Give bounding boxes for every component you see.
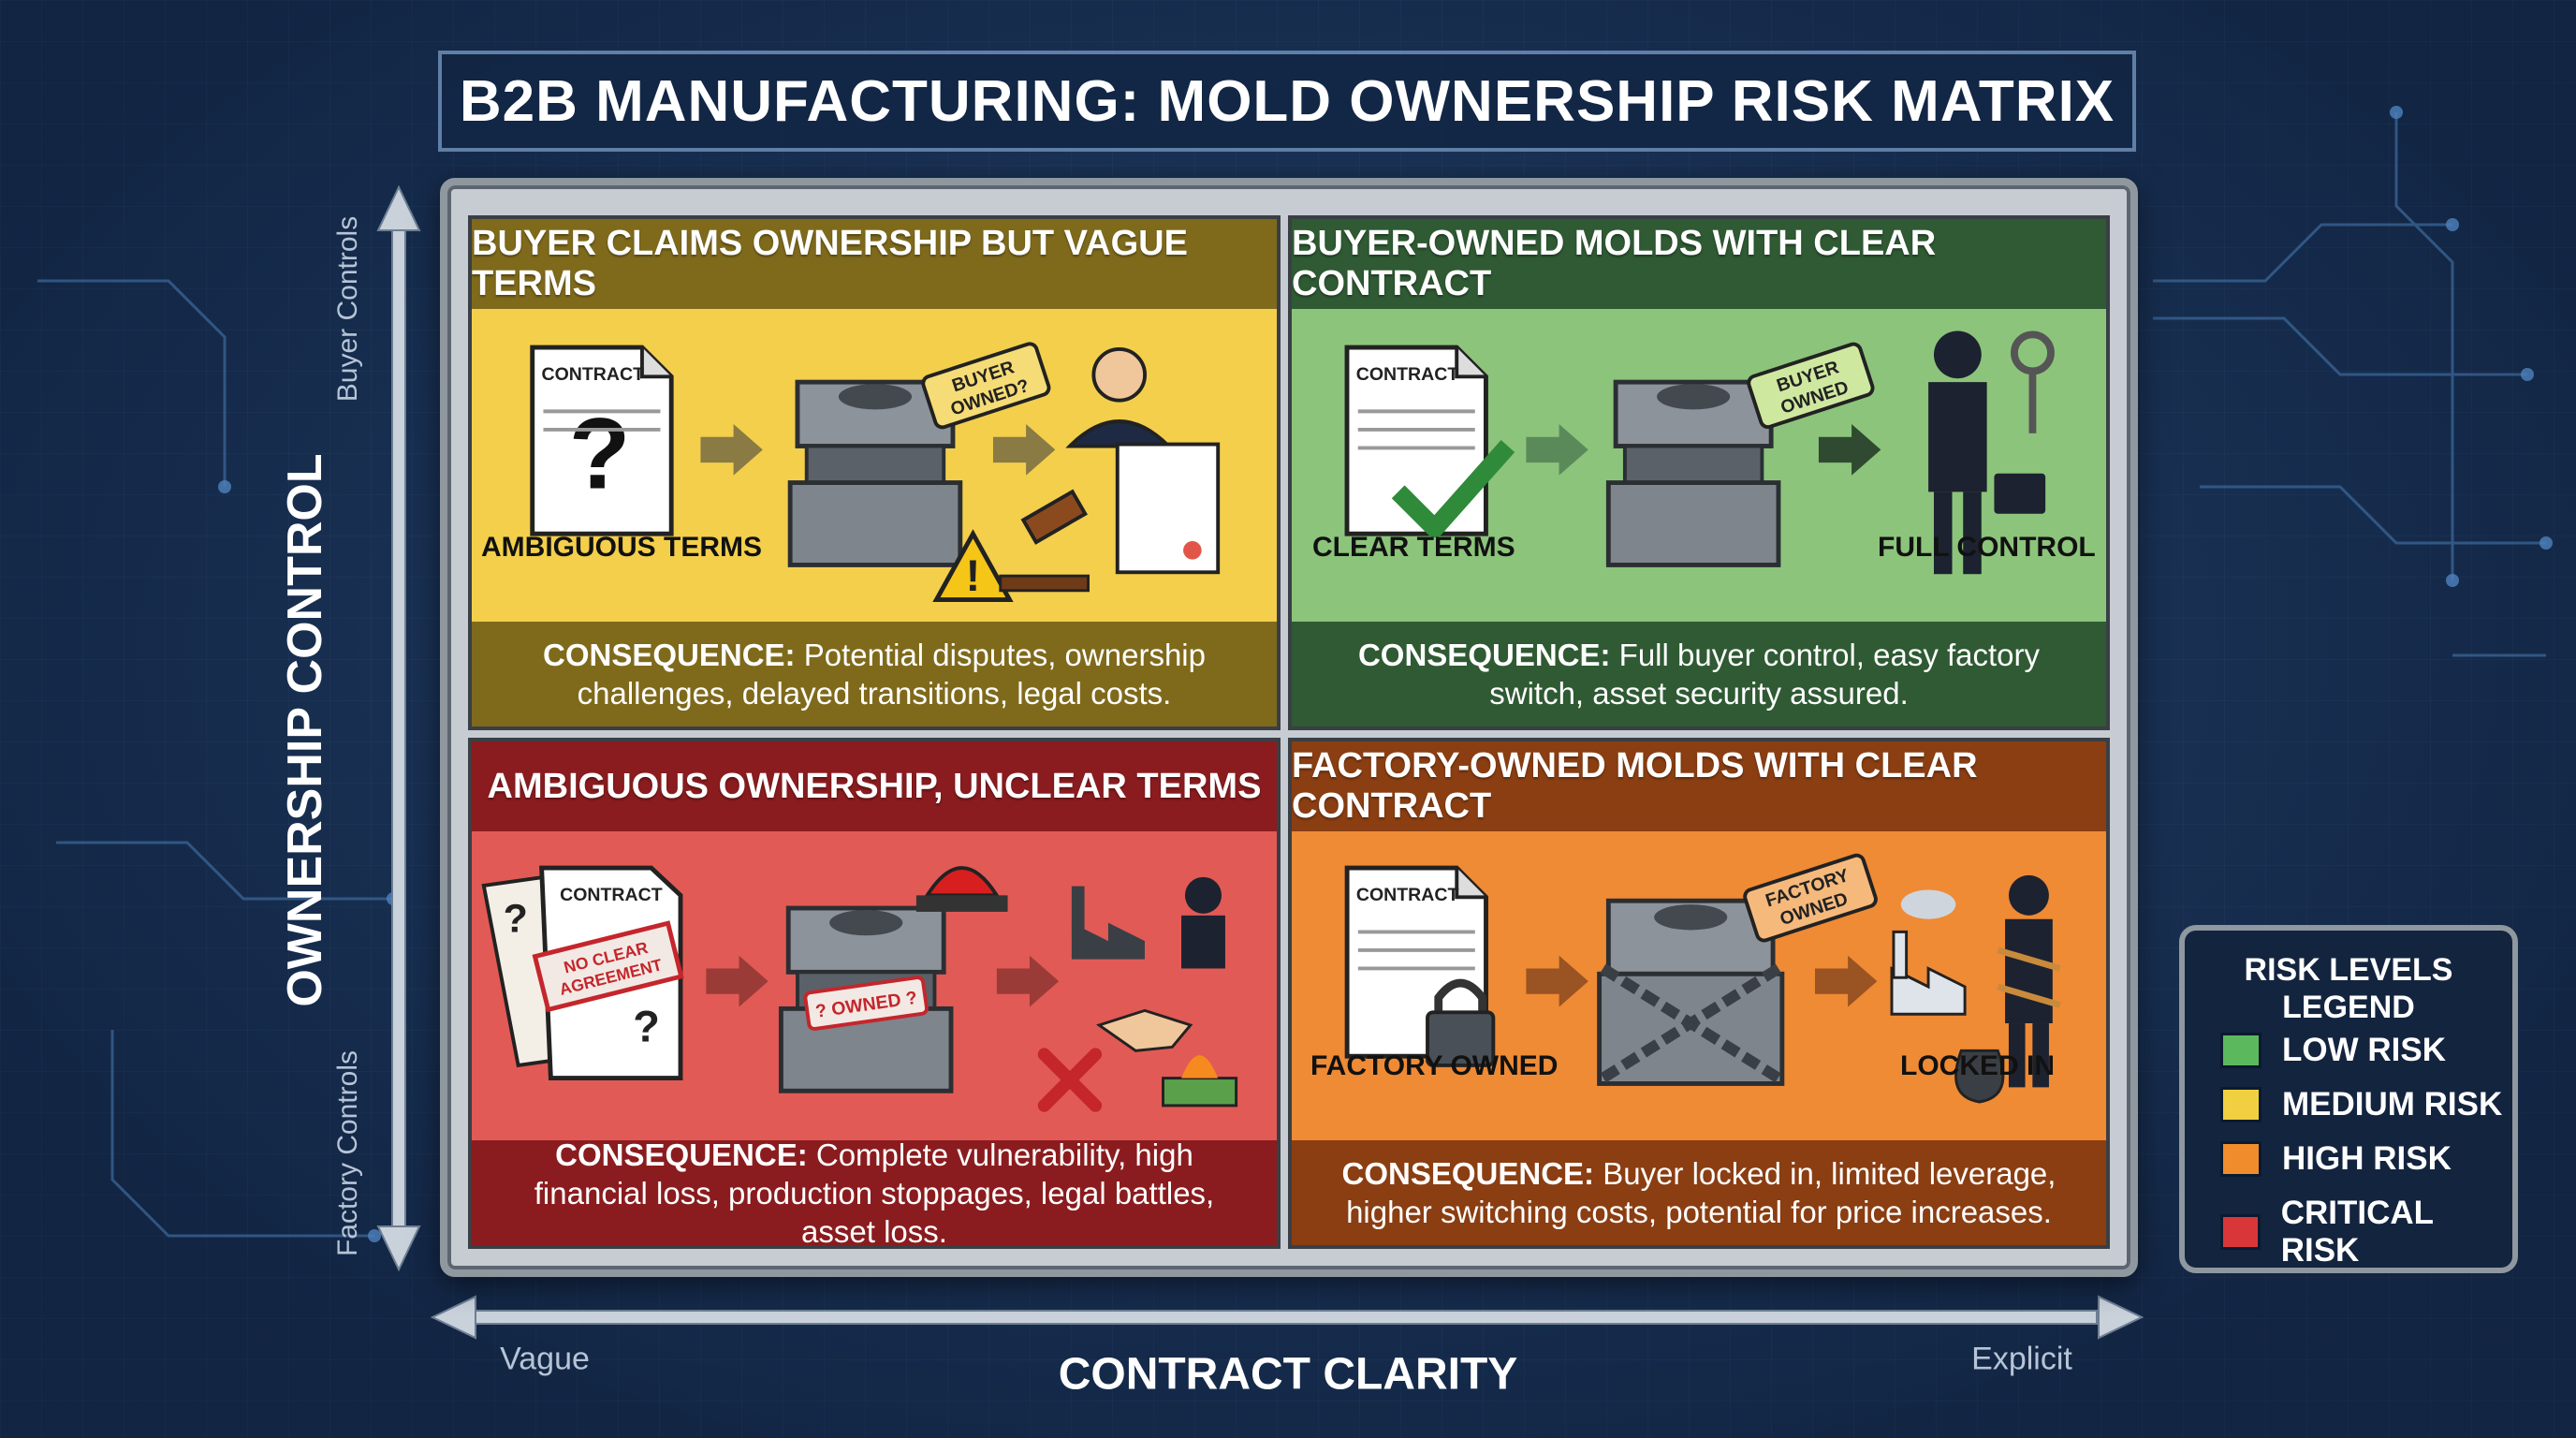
tied-businessman-icon bbox=[1997, 874, 2061, 1088]
document-icon: CONTRACT bbox=[1344, 865, 1488, 1059]
ambiguous-terms-label: AMBIGUOUS TERMS bbox=[481, 532, 762, 563]
quadrant-factory-clear: FACTORY-OWNED MOLDS WITH CLEAR CONTRACT … bbox=[1288, 738, 2110, 1249]
legend-item-low: LOW RISK bbox=[2220, 1032, 2446, 1069]
arrow-icon bbox=[1818, 424, 1881, 476]
chained-mold-icon bbox=[1597, 898, 1785, 1086]
legend-swatch bbox=[2220, 1141, 2261, 1177]
question-mark-icon: ? bbox=[569, 397, 631, 509]
full-control-label: FULL CONTROL bbox=[1878, 532, 2096, 563]
document-icon: CONTRACT bbox=[1344, 345, 1488, 536]
factory-icon bbox=[1071, 886, 1145, 960]
money-bag-icon bbox=[1954, 1049, 2005, 1104]
title-banner: B2B MANUFACTURING: MOLD OWNERSHIP RISK M… bbox=[438, 51, 2136, 152]
risk-legend: RISK LEVELS LEGEND LOW RISK MEDIUM RISK … bbox=[2179, 925, 2518, 1273]
quadrant-header: BUYER-OWNED MOLDS WITH CLEAR CONTRACT bbox=[1292, 219, 2106, 309]
document-icon: CONTRACT ? bbox=[530, 345, 674, 536]
legend-swatch bbox=[2220, 1033, 2261, 1068]
risk-matrix: BUYER CLAIMS OWNERSHIP BUT VAGUE TERMS C… bbox=[440, 178, 2138, 1277]
quadrant-consequence: CONSEQUENCE: Complete vulnerability, hig… bbox=[472, 1137, 1277, 1245]
legend-item-medium: MEDIUM RISK bbox=[2220, 1086, 2502, 1123]
arrow-icon bbox=[1526, 424, 1588, 476]
mold-icon bbox=[787, 379, 963, 567]
buyer-person-icon bbox=[1065, 347, 1174, 448]
x-mark-icon bbox=[1037, 1048, 1103, 1112]
quadrant-buyer-clear: BUYER-OWNED MOLDS WITH CLEAR CONTRACT CO… bbox=[1288, 215, 2110, 730]
tag-icon: FACTORY OWNED bbox=[1743, 853, 1878, 943]
warning-icon: ! bbox=[932, 529, 1014, 603]
arrow-icon bbox=[992, 424, 1056, 476]
quadrant-illustration: CONTRACT FACTORY OWNED bbox=[1292, 831, 2106, 1140]
svg-text:CONTRACT: CONTRACT bbox=[1356, 885, 1459, 905]
mold-icon bbox=[1605, 379, 1781, 567]
gavel-icon bbox=[999, 489, 1090, 593]
document-label: CONTRACT bbox=[542, 364, 645, 385]
svg-text:CONTRACT: CONTRACT bbox=[560, 885, 663, 905]
x-axis-title: CONTRACT CLARITY bbox=[1058, 1349, 1518, 1400]
quadrant-header: FACTORY-OWNED MOLDS WITH CLEAR CONTRACT bbox=[1292, 741, 2106, 831]
legend-swatch bbox=[2220, 1087, 2261, 1123]
legend-title: RISK LEVELS LEGEND bbox=[2244, 952, 2453, 1025]
alarm-light-icon bbox=[915, 866, 1008, 912]
arrow-icon bbox=[1526, 955, 1588, 1007]
key-icon bbox=[2011, 330, 2055, 433]
x-axis-low-label: Vague bbox=[500, 1341, 590, 1377]
tag-icon: BUYER OWNED bbox=[1747, 342, 1875, 430]
quadrant-consequence: CONSEQUENCE: Buyer locked in, limited le… bbox=[1292, 1140, 2106, 1245]
y-axis-title: OWNERSHIP CONTROL bbox=[278, 453, 332, 1007]
burning-money-icon bbox=[1162, 1055, 1238, 1108]
quadrant-illustration: CONTRACT ? ? NO CLEAR AGREEMENT bbox=[472, 831, 1277, 1140]
broken-handshake-icon bbox=[1095, 1008, 1193, 1052]
svg-text:?: ? bbox=[504, 896, 528, 941]
svg-text:!: ! bbox=[966, 551, 981, 600]
briefcase-icon bbox=[1994, 473, 2046, 514]
quadrant-illustration: CONTRACT ? BUYER OWNED? bbox=[472, 309, 1277, 622]
svg-text:CONTRACT: CONTRACT bbox=[1356, 364, 1459, 385]
arrow-icon bbox=[700, 424, 763, 476]
arrow-icon bbox=[706, 955, 768, 1007]
padlock-icon bbox=[1426, 978, 1496, 1067]
legend-item-critical: CRITICAL RISK bbox=[2220, 1195, 2512, 1269]
arrow-icon bbox=[996, 955, 1060, 1007]
quadrant-illustration: CONTRACT BUYER OWNED bbox=[1292, 309, 2106, 622]
x-axis-high-label: Explicit bbox=[1971, 1341, 2072, 1377]
quadrant-consequence: CONSEQUENCE: Potential disputes, ownersh… bbox=[472, 622, 1277, 726]
tag-icon: BUYER OWNED? bbox=[921, 342, 1051, 430]
factory-owned-label: FACTORY OWNED bbox=[1310, 1050, 1559, 1081]
legend-item-high: HIGH RISK bbox=[2220, 1140, 2452, 1178]
legal-papers-icon bbox=[1115, 442, 1221, 575]
factory-icon bbox=[1890, 889, 1967, 1016]
tag-icon: ? OWNED ? bbox=[803, 976, 929, 1031]
stamp-icon: NO CLEAR AGREEMENT bbox=[532, 920, 684, 1013]
page-title: B2B MANUFACTURING: MOLD OWNERSHIP RISK M… bbox=[459, 68, 2115, 134]
y-axis-high-label: Buyer Controls bbox=[332, 215, 363, 403]
arrow-icon bbox=[1814, 955, 1878, 1007]
y-axis-low-label: Factory Controls bbox=[332, 1049, 363, 1257]
quadrant-consequence: CONSEQUENCE: Full buyer control, easy fa… bbox=[1292, 622, 2106, 726]
locked-in-label: LOCKED IN bbox=[1900, 1050, 2055, 1081]
businessman-icon bbox=[1181, 876, 1225, 969]
clear-terms-label: CLEAR TERMS bbox=[1312, 532, 1515, 563]
legend-swatch bbox=[2220, 1214, 2261, 1250]
quadrant-buyer-vague: BUYER CLAIMS OWNERSHIP BUT VAGUE TERMS C… bbox=[468, 215, 1281, 730]
checkmark-icon bbox=[1391, 440, 1515, 538]
quadrant-ambiguous: AMBIGUOUS OWNERSHIP, UNCLEAR TERMS CONTR… bbox=[468, 738, 1281, 1249]
quadrant-header: AMBIGUOUS OWNERSHIP, UNCLEAR TERMS bbox=[472, 741, 1277, 831]
svg-text:?: ? bbox=[633, 1003, 660, 1051]
quadrant-header: BUYER CLAIMS OWNERSHIP BUT VAGUE TERMS bbox=[472, 219, 1277, 309]
businessman-icon bbox=[1928, 330, 1987, 575]
